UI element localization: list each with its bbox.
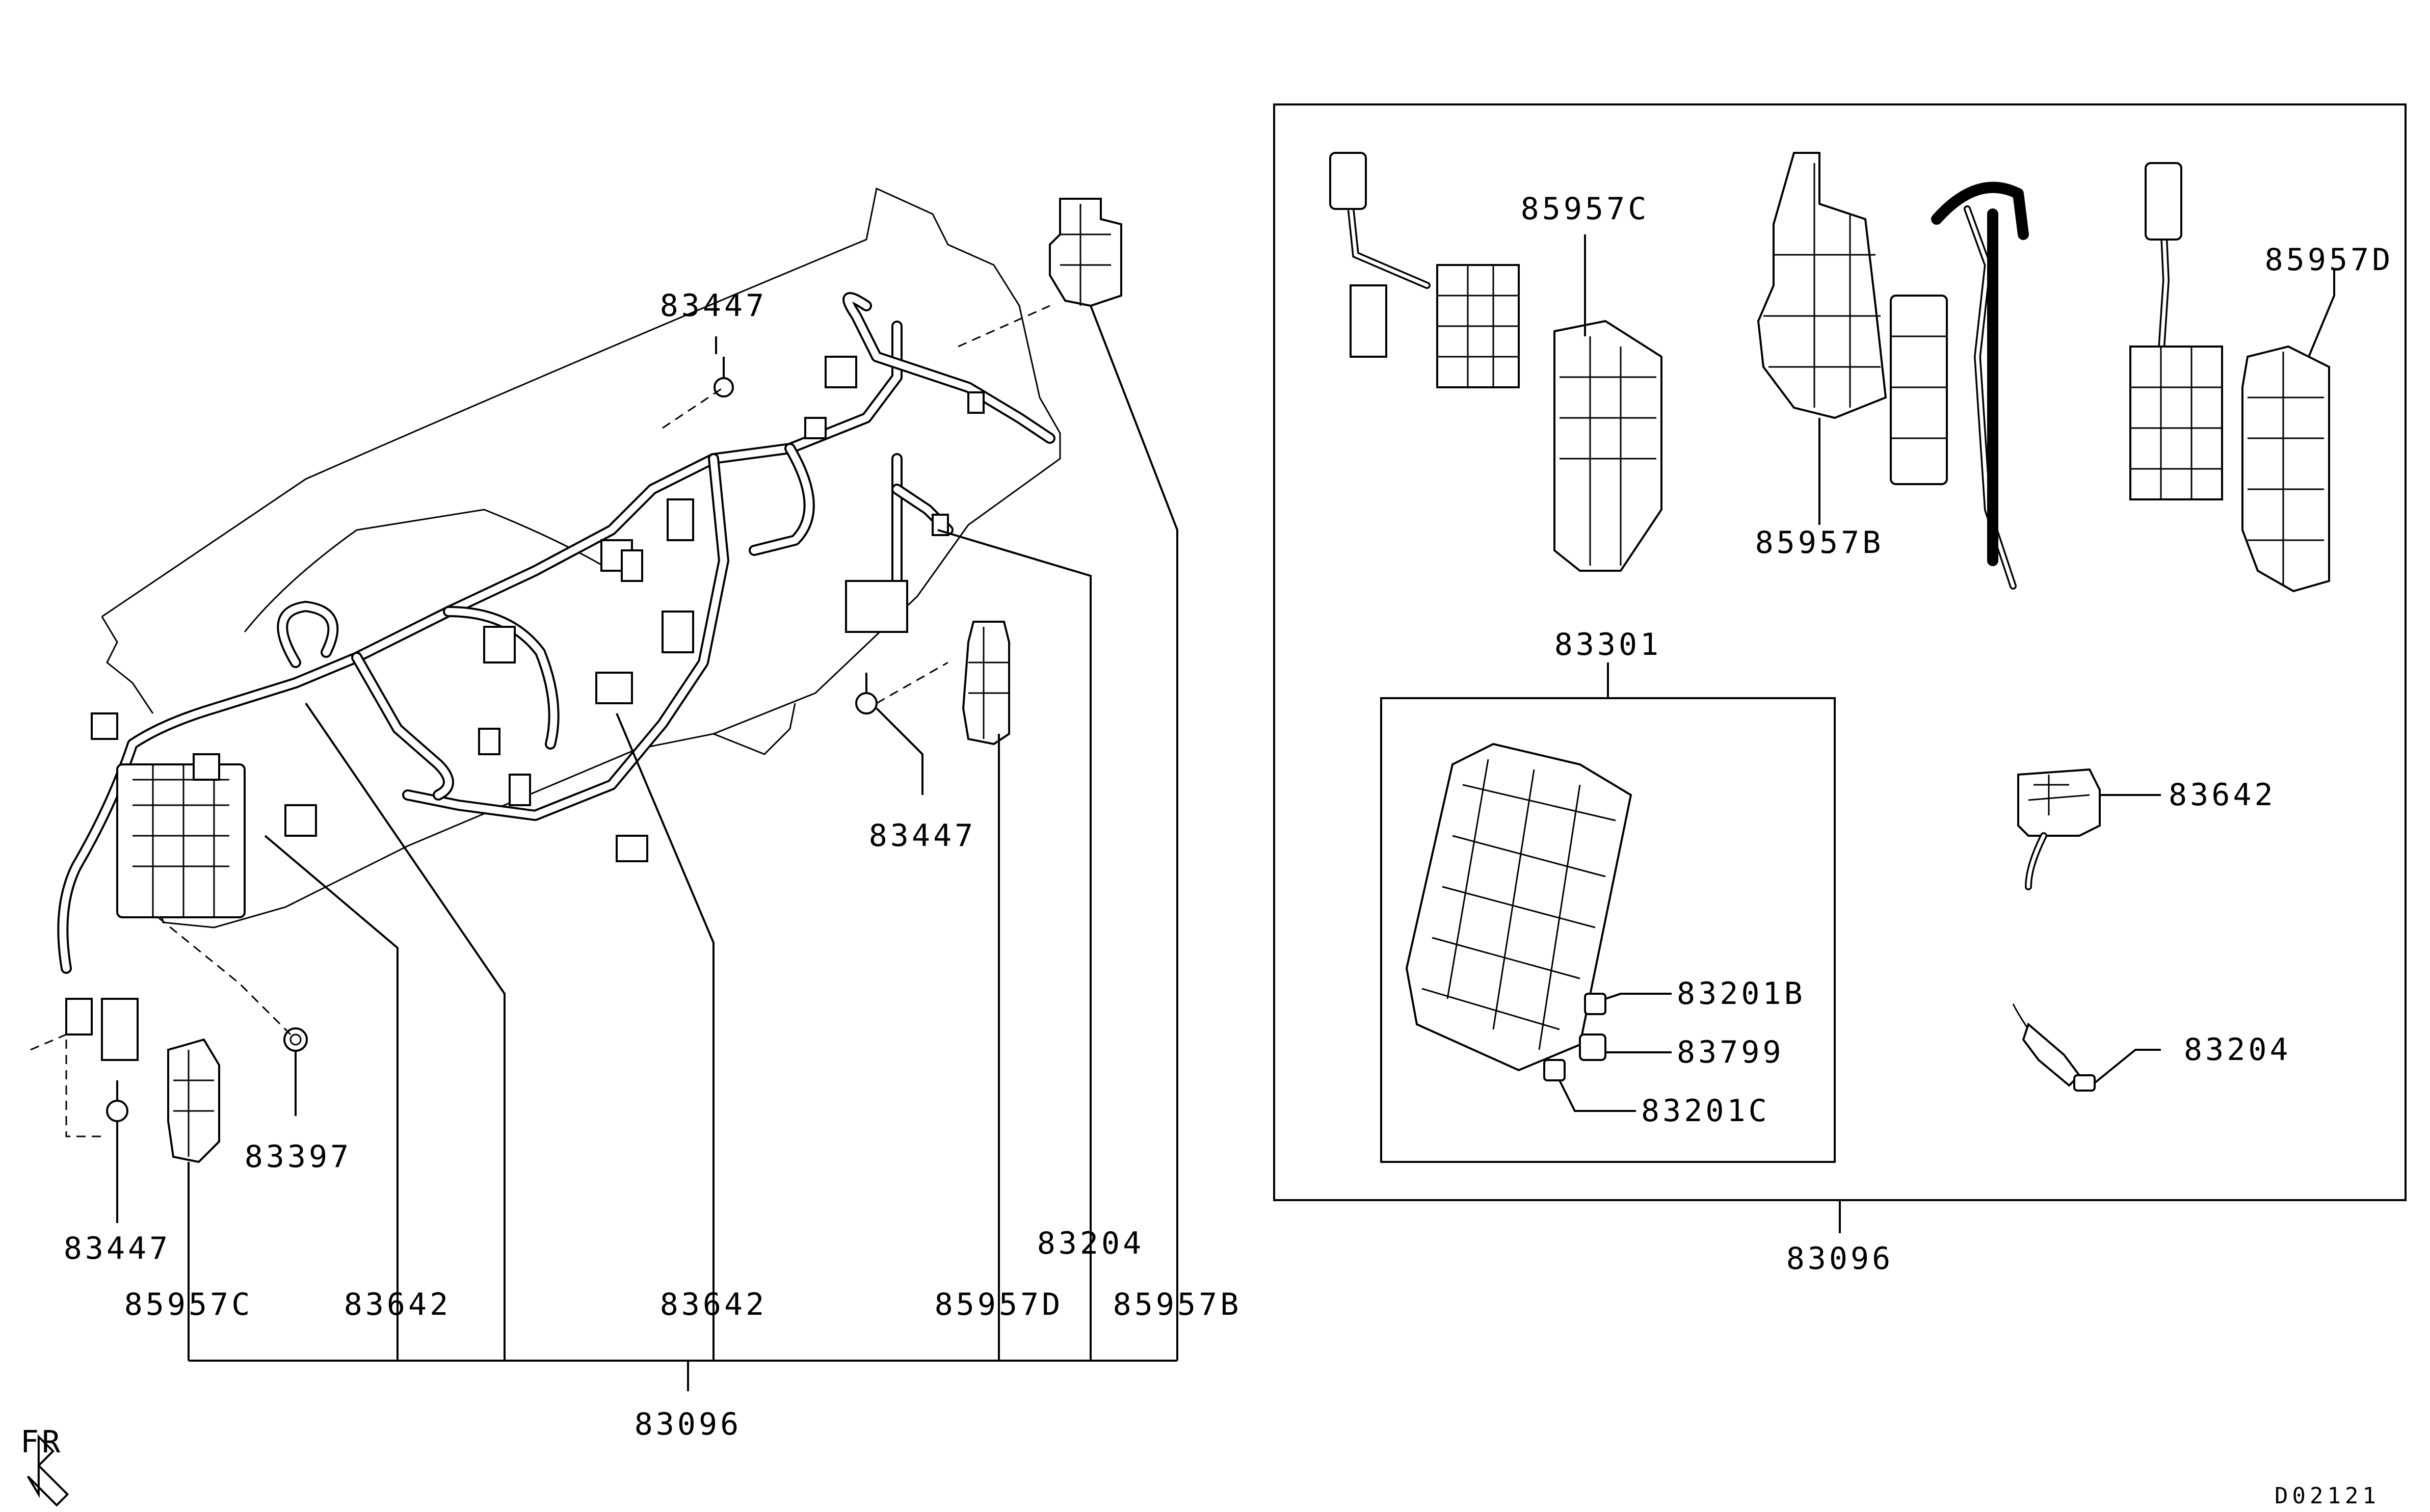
label-83642-b: 83642	[660, 1287, 768, 1322]
label-83201C: 83201C	[1641, 1093, 1770, 1129]
label-85957D-right: 85957D	[2265, 242, 2394, 278]
label-85957B-left: 85957B	[1113, 1287, 1242, 1322]
label-83096-left: 83096	[635, 1407, 742, 1442]
label-83201B: 83201B	[1677, 976, 1806, 1012]
front-direction-arrow	[27, 1434, 69, 1507]
left-harness-connectors	[65, 356, 985, 1061]
label-85957C-right: 85957C	[1521, 191, 1650, 227]
label-83447-top: 83447	[660, 288, 768, 324]
front-direction-label: FR	[20, 1424, 63, 1460]
label-83096-right: 83096	[1786, 1241, 1894, 1277]
label-83447-mid: 83447	[869, 818, 976, 854]
label-83301: 83301	[1554, 627, 1662, 662]
label-83642-a: 83642	[344, 1287, 452, 1322]
inset-connector-85957D	[2129, 162, 2335, 593]
relay-bracket-85957C-left	[167, 1038, 220, 1163]
inset-relay-83642	[2017, 768, 2161, 890]
dashed-guides-left	[30, 305, 1050, 1137]
relay-bracket-85957B-left	[1049, 198, 1122, 307]
inset-connector-85957B	[1757, 152, 2029, 590]
bolts-and-grommet	[106, 357, 878, 1122]
relay-bracket-85957D-left	[962, 621, 1010, 746]
label-83204-right: 83204	[2184, 1032, 2291, 1068]
dashboard-outline	[101, 187, 1061, 929]
inset-fuse-box-83301	[1405, 742, 1672, 1112]
leader-lines-left	[116, 305, 1178, 1391]
label-83204-left: 83204	[1037, 1226, 1145, 1261]
right-inset-frame	[1273, 103, 2407, 1233]
label-85957D-left: 85957D	[935, 1287, 1064, 1322]
label-85957C-left: 85957C	[124, 1287, 253, 1322]
inset-terminal-83204	[2012, 1003, 2161, 1092]
figure-code: D02121	[2275, 1483, 2380, 1509]
label-83397: 83397	[245, 1139, 352, 1175]
label-83799: 83799	[1677, 1034, 1784, 1070]
label-83447-left: 83447	[64, 1231, 171, 1266]
label-85957B-right: 85957B	[1755, 525, 1884, 561]
inset-connector-85957C	[1329, 152, 1662, 572]
label-83642-right: 83642	[2169, 777, 2276, 813]
